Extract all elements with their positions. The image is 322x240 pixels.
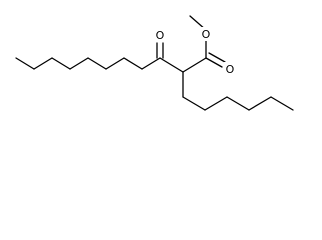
bond [51, 57, 71, 70]
label-mask [200, 27, 212, 41]
bond [33, 57, 53, 70]
bond [105, 57, 125, 70]
bond [226, 96, 250, 111]
bond [141, 57, 161, 70]
bond [182, 96, 206, 111]
bond [87, 57, 107, 70]
bond [123, 57, 143, 70]
ester-carbonyl-oxygen-label: O [226, 63, 235, 76]
label-mask [154, 28, 166, 42]
ketone-oxygen-label: O [156, 29, 165, 42]
label-mask [224, 62, 236, 76]
structure-diagram: O O O [15, 15, 294, 111]
bond [270, 96, 294, 111]
molecule-drawing: O O O [15, 15, 294, 111]
bond [204, 96, 228, 111]
ester-ether-oxygen-label: O [202, 28, 211, 41]
double-bond [208, 52, 226, 63]
bond [159, 57, 184, 73]
bond [69, 57, 89, 70]
bond [15, 57, 35, 70]
double-bond [205, 57, 223, 68]
atom-label-layer: O O O [154, 27, 236, 76]
bond-layer [15, 15, 294, 111]
bond [248, 96, 272, 111]
bond [182, 57, 207, 73]
